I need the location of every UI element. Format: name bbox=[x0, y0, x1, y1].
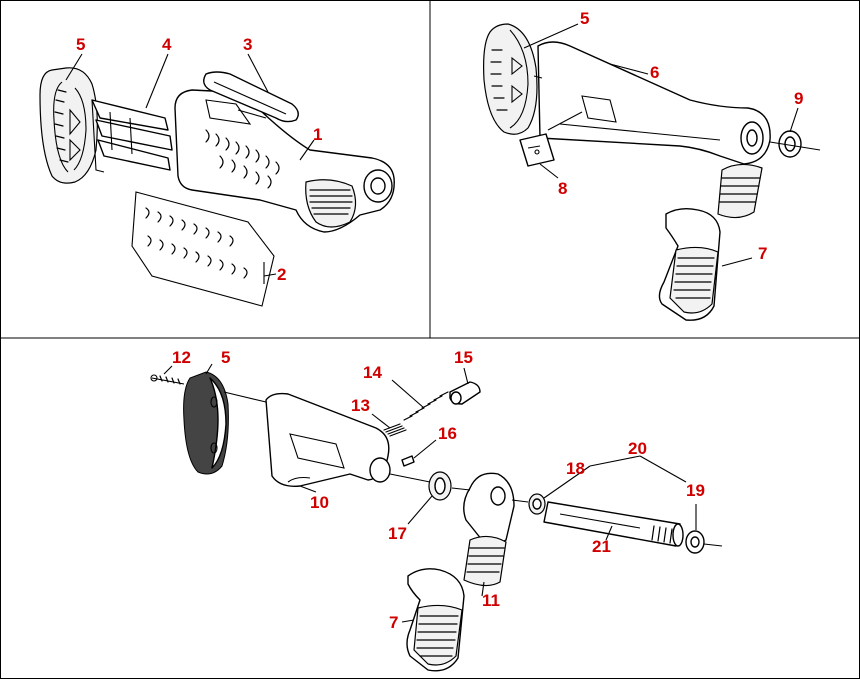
callout-18: 18 bbox=[566, 459, 585, 478]
panel-top-left bbox=[39, 53, 395, 307]
part-nut-18 bbox=[528, 493, 546, 515]
part-pistol-grip-7-top bbox=[658, 207, 721, 321]
part-pistol-grip-7-bottom bbox=[401, 568, 465, 672]
leader-lines-bottom bbox=[163, 363, 697, 597]
part-ring-17 bbox=[407, 471, 452, 525]
callout-6: 6 bbox=[650, 63, 660, 82]
callout-4: 4 bbox=[162, 35, 172, 54]
callout-5-top-left: 5 bbox=[76, 35, 86, 54]
callout-16: 16 bbox=[438, 424, 457, 443]
part-recoil-pad-bottom bbox=[183, 371, 229, 475]
callout-9: 9 bbox=[794, 89, 804, 108]
part-recoil-pad-top-right bbox=[483, 23, 538, 135]
part-recoil-pad-top-left bbox=[39, 67, 98, 184]
part-cheek-rest-3 bbox=[203, 71, 299, 123]
part-washer-9 bbox=[769, 130, 821, 158]
part-grip-neck-top-right bbox=[717, 163, 763, 219]
callout-10: 10 bbox=[310, 493, 329, 512]
callout-21: 21 bbox=[592, 537, 611, 556]
callout-20: 20 bbox=[628, 439, 647, 458]
callout-7-top: 7 bbox=[758, 244, 768, 263]
part-spring-14 bbox=[391, 379, 449, 421]
callout-3: 3 bbox=[243, 35, 253, 54]
callout-19: 19 bbox=[686, 481, 705, 500]
part-screw-12 bbox=[150, 374, 185, 385]
leader-lines-top-left bbox=[65, 53, 315, 284]
callout-17: 17 bbox=[388, 524, 407, 543]
part-plate-8 bbox=[519, 133, 555, 167]
callout-2: 2 bbox=[277, 265, 287, 284]
callout-15: 15 bbox=[454, 348, 473, 367]
part-stock-1 bbox=[174, 89, 395, 233]
callout-12: 12 bbox=[172, 348, 191, 367]
part-stock-10 bbox=[265, 392, 391, 487]
part-spring-13 bbox=[371, 413, 407, 437]
part-screw-16 bbox=[401, 439, 437, 467]
leader-lines-top-right bbox=[523, 23, 799, 267]
callout-13: 13 bbox=[351, 396, 370, 415]
part-frame-4 bbox=[91, 99, 173, 173]
part-adapter-11 bbox=[463, 472, 515, 587]
part-stock-6 bbox=[537, 41, 771, 165]
callout-8: 8 bbox=[558, 179, 568, 198]
panel-top-right bbox=[483, 23, 821, 321]
callout-5-top-right: 5 bbox=[580, 9, 590, 28]
part-washer-19 bbox=[685, 530, 723, 554]
callout-7-bottom: 7 bbox=[389, 613, 399, 632]
callout-1: 1 bbox=[313, 125, 323, 144]
panel-bottom bbox=[150, 363, 723, 672]
part-plunger-15 bbox=[449, 367, 481, 405]
callout-5-bottom: 5 bbox=[221, 348, 231, 367]
part-rib-set-2 bbox=[131, 191, 275, 307]
callout-11: 11 bbox=[482, 591, 500, 610]
part-tube-21 bbox=[543, 501, 684, 547]
callout-14: 14 bbox=[363, 363, 382, 382]
